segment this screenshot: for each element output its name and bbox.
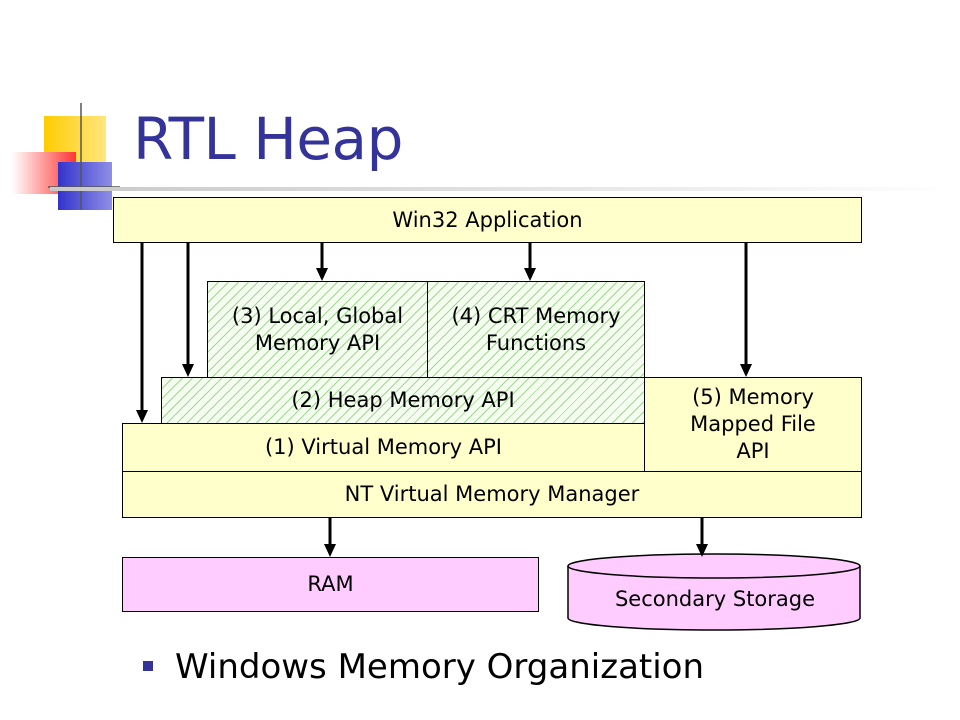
cylinder-top (567, 553, 861, 579)
bullet-text: Windows Memory Organization (175, 647, 705, 687)
arrow-win32-to-heap (182, 243, 194, 377)
win32-application-label: Win32 Application (392, 207, 583, 232)
arrow-win32-to-crt (524, 243, 536, 281)
nt-virtual-memory-manager-label: NT Virtual Memory Manager (344, 482, 640, 506)
secondary-storage-cylinder (567, 553, 861, 631)
arrow-win32-to-virtual-memory (136, 243, 148, 423)
virtual-memory-api-box: (1) Virtual Memory API (122, 423, 645, 472)
logo-blue-square (58, 162, 112, 210)
crt-memory-functions-label: (4) CRT Memory Functions (451, 303, 621, 355)
local-global-memory-api-label: (3) Local, Global Memory API (231, 303, 404, 355)
virtual-memory-api-label: (1) Virtual Memory API (264, 435, 503, 459)
title-underline (50, 187, 960, 191)
memory-mapped-file-api-box: (5) Memory Mapped File API (644, 377, 862, 472)
ram-box: RAM (122, 557, 539, 612)
heap-memory-api-box: (2) Heap Memory API (161, 377, 645, 424)
arrow-nt-vmm-to-ram (324, 518, 336, 557)
nt-virtual-memory-manager-box: NT Virtual Memory Manager (122, 471, 862, 518)
crt-memory-functions-box: (4) CRT Memory Functions (427, 281, 645, 378)
bullet-marker (143, 661, 153, 671)
cylinder-body (567, 566, 861, 631)
secondary-storage-label: Secondary Storage (614, 587, 816, 611)
local-global-memory-api-box: (3) Local, Global Memory API (207, 281, 428, 378)
slide-logo-graphic (12, 103, 120, 210)
ram-label: RAM (307, 572, 354, 596)
arrow-win32-to-local-global (316, 243, 328, 281)
heap-memory-api-label: (2) Heap Memory API (291, 388, 515, 412)
memory-mapped-file-api-label: (5) Memory Mapped File API (690, 385, 816, 463)
slide-title: RTL Heap (133, 105, 403, 173)
win32-application-box: Win32 Application (113, 197, 862, 243)
arrow-win32-to-memory-mapped-file (740, 243, 752, 377)
